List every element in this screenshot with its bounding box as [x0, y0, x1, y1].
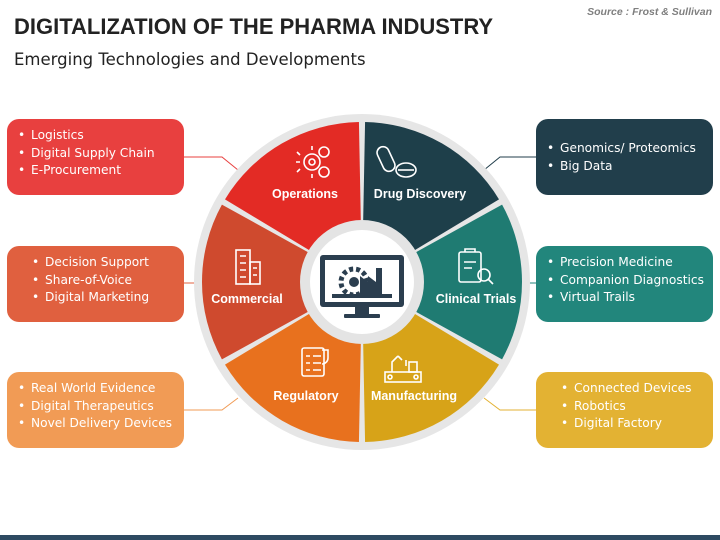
page-title: DIGITALIZATION OF THE PHARMA INDUSTRY	[14, 14, 494, 39]
monitor-factory-gear-icon	[320, 255, 404, 318]
drug-discovery-info-box: Genomics/ Proteomics Big Data	[536, 119, 713, 195]
robotic-arm-icon	[384, 355, 422, 383]
list-item: Digital Therapeutics	[17, 398, 176, 416]
segment-label: Operations	[272, 187, 338, 201]
regulatory-list: Real World Evidence Digital Therapeutics…	[17, 380, 176, 433]
commercial-info-box: Decision Support Share-of-Voice Digital …	[7, 246, 184, 322]
segment-label: Regulatory	[273, 389, 338, 403]
drug-discovery-list: Genomics/ Proteomics Big Data	[546, 140, 705, 175]
connector-manufacturing	[483, 397, 536, 411]
list-item: Digital Marketing	[31, 289, 176, 307]
list-item: Digital Supply Chain	[17, 145, 176, 163]
list-item: Real World Evidence	[17, 380, 176, 398]
pills-icon	[376, 145, 417, 178]
page-subtitle: Emerging Technologies and Developments	[14, 50, 366, 69]
connector-regulatory	[184, 397, 239, 411]
list-item: Robotics	[560, 398, 705, 416]
building-icon	[235, 249, 261, 285]
list-item: Share-of-Voice	[31, 272, 176, 290]
list-item: Digital Factory	[560, 415, 705, 433]
connector-operations	[184, 156, 239, 171]
list-item: Virtual Trails	[546, 289, 705, 307]
manufacturing-list: Connected Devices Robotics Digital Facto…	[560, 380, 705, 433]
gears-icon	[296, 146, 330, 178]
list-item: E-Procurement	[17, 162, 176, 180]
list-item: Big Data	[546, 158, 705, 176]
segment-label: Manufacturing	[371, 389, 457, 403]
manufacturing-info-box: Connected Devices Robotics Digital Facto…	[536, 372, 713, 448]
segment-label: Commercial	[211, 292, 283, 306]
clinical-trials-info-box: Precision Medicine Companion Diagnostics…	[536, 246, 713, 322]
regulatory-info-box: Real World Evidence Digital Therapeutics…	[7, 372, 184, 448]
list-item: Novel Delivery Devices	[17, 415, 176, 433]
list-item: Companion Diagnostics	[546, 272, 705, 290]
segment-label: Clinical Trials	[436, 292, 517, 306]
clinical-trials-list: Precision Medicine Companion Diagnostics…	[546, 254, 705, 307]
list-item: Decision Support	[31, 254, 176, 272]
segment-commercial	[202, 204, 362, 360]
checklist-icon	[301, 347, 329, 377]
list-item: Precision Medicine	[546, 254, 705, 272]
clipboard-search-icon	[458, 248, 494, 285]
bottom-bar	[0, 535, 720, 540]
list-item: Genomics/ Proteomics	[546, 140, 705, 158]
commercial-list: Decision Support Share-of-Voice Digital …	[31, 254, 176, 307]
source-note: Source : Frost & Sullivan	[587, 6, 712, 18]
connector-drug-discovery	[483, 156, 536, 171]
segment-label: Drug Discovery	[374, 187, 466, 201]
segment-clinical-trials	[362, 204, 522, 360]
list-item: Logistics	[17, 127, 176, 145]
operations-info-box: Logistics Digital Supply Chain E-Procure…	[7, 119, 184, 195]
list-item: Connected Devices	[560, 380, 705, 398]
operations-list: Logistics Digital Supply Chain E-Procure…	[17, 127, 176, 180]
